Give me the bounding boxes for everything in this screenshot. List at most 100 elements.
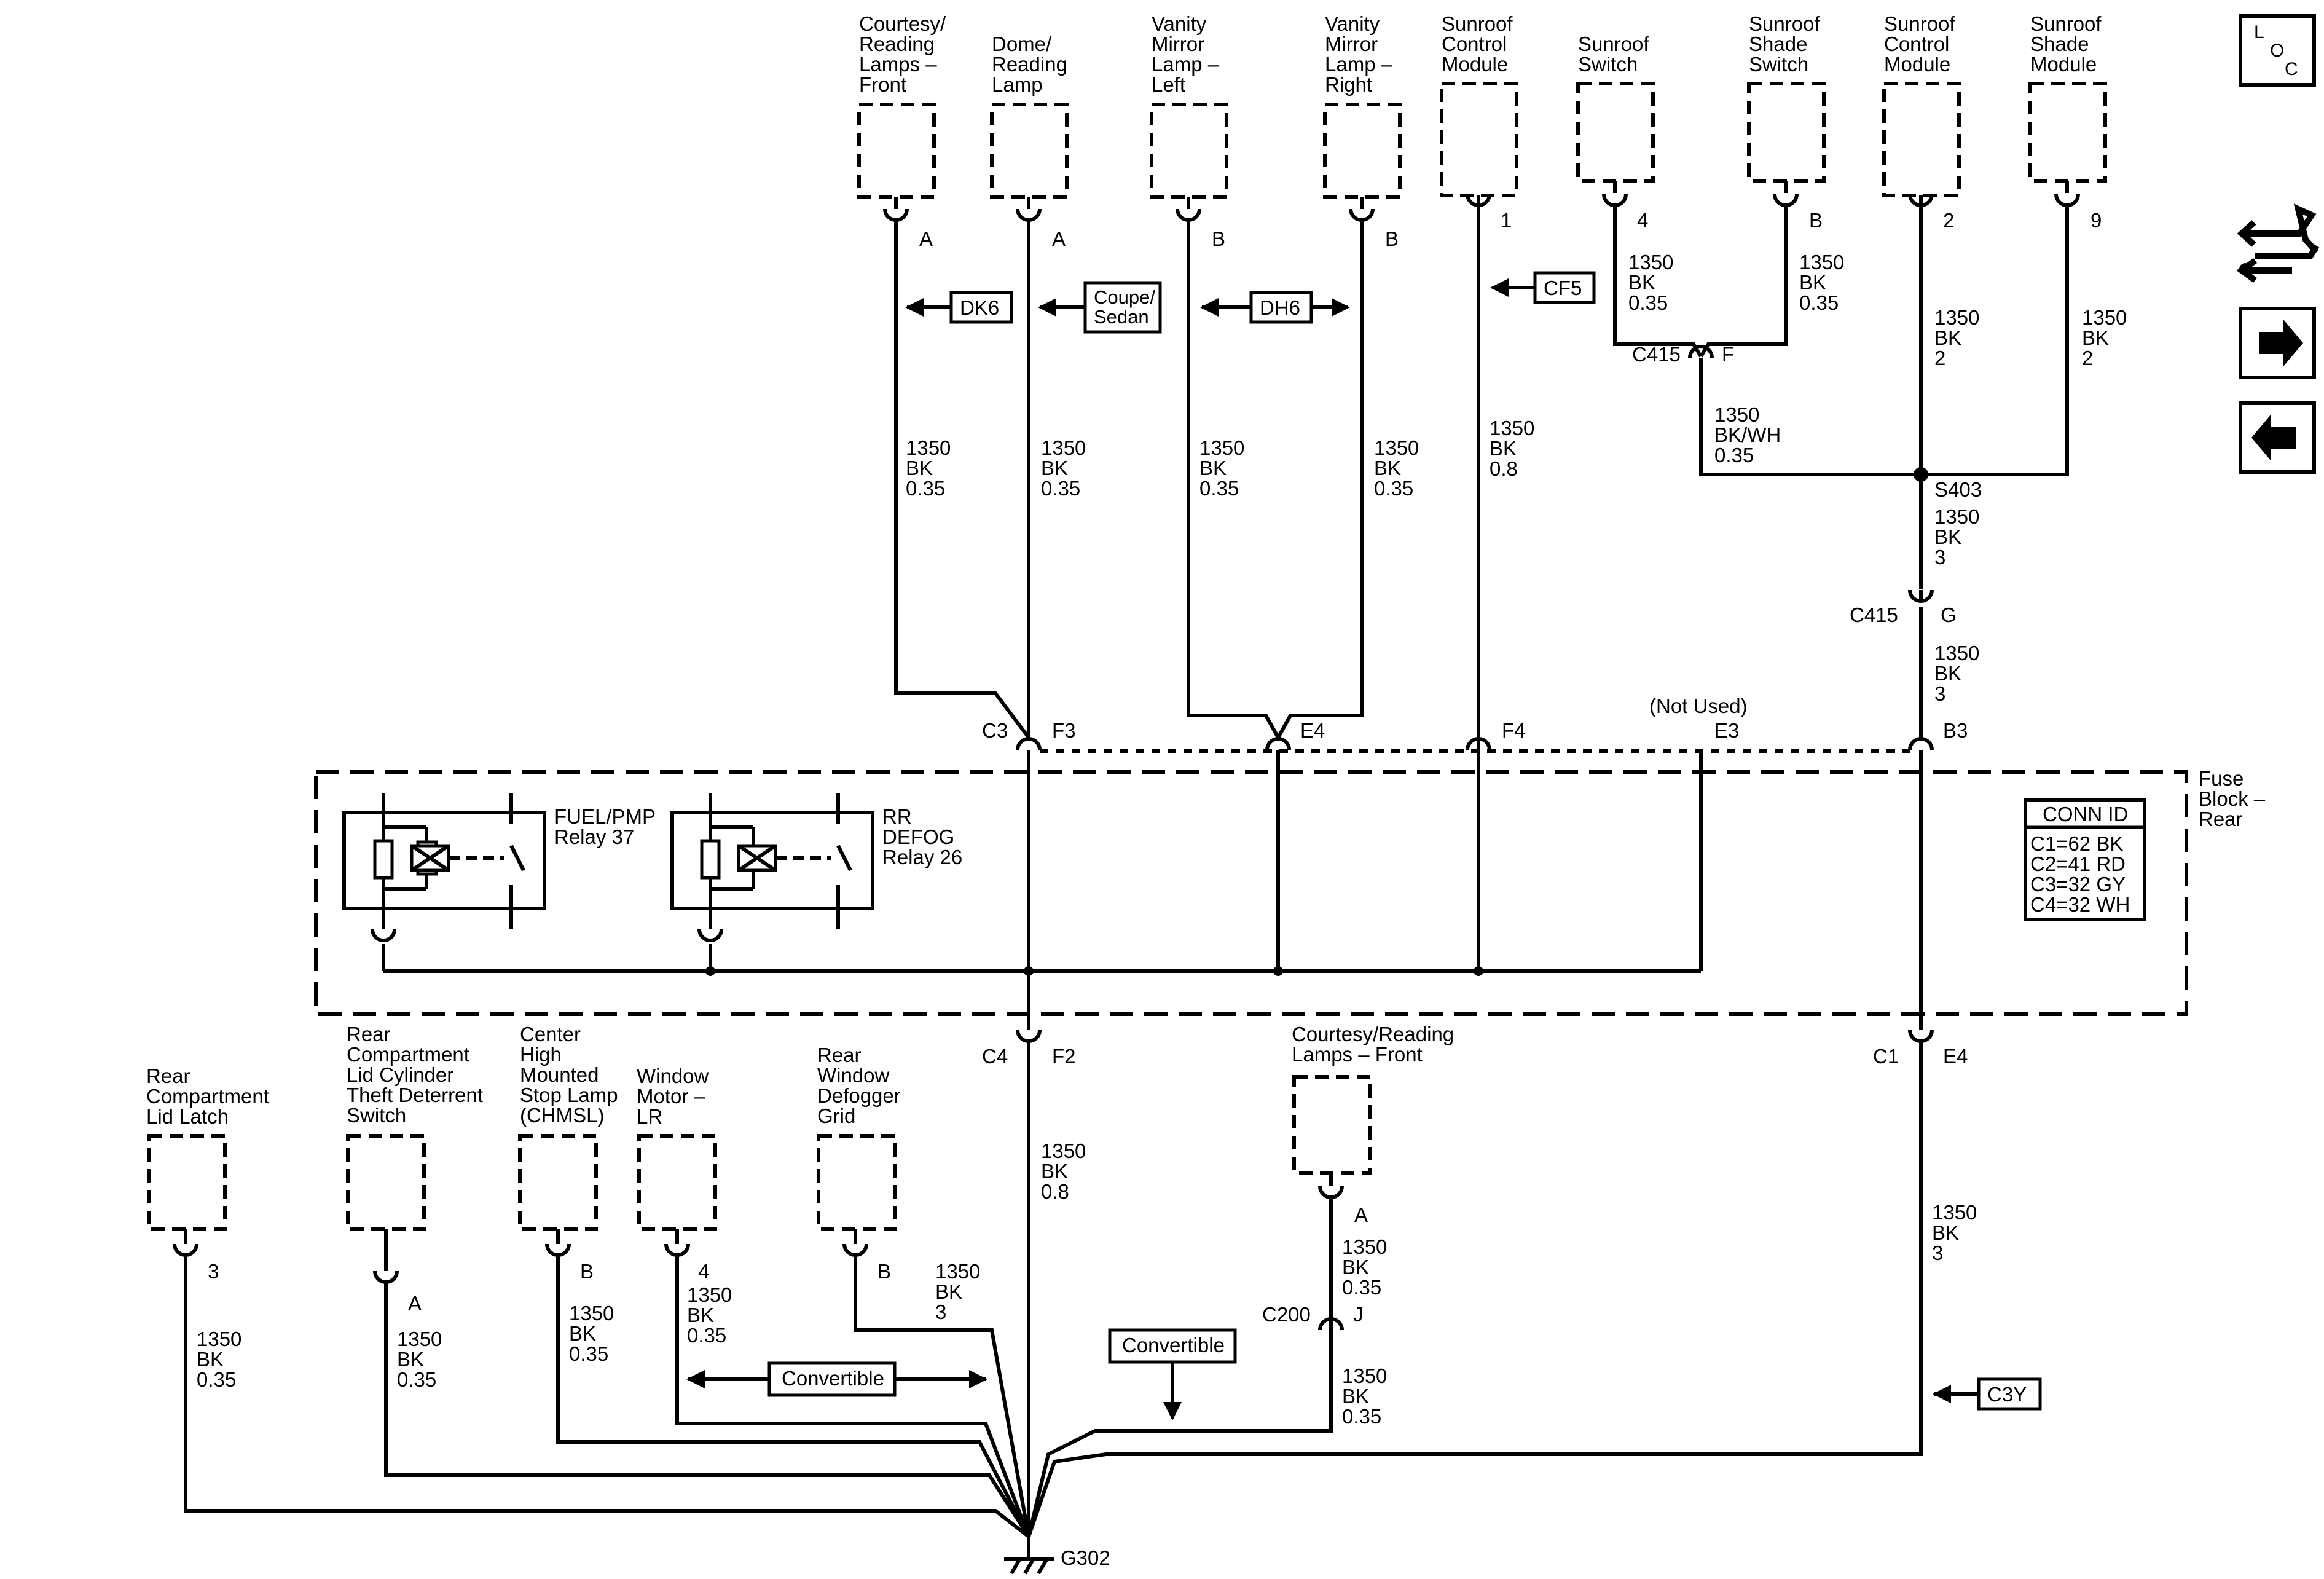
pin-label: B [877,1260,891,1283]
svg-text:O: O [2270,41,2284,61]
connector-wiring-icon[interactable] [2236,203,2320,283]
ref-c3y[interactable]: C3Y [1933,1377,2042,1411]
pin-label: A [408,1292,422,1315]
fuse-block-connectors-top [1016,737,1934,772]
svg-text:DK6: DK6 [960,296,999,319]
connector-c415-g [1908,589,1934,603]
svg-text:CF5: CF5 [1544,277,1582,299]
svg-text:Coupe/Sedan: Coupe/Sedan [1094,286,1155,328]
connector-label: E4 [1300,719,1325,742]
ref-coupe-sedan[interactable]: Coupe/Sedan [1038,281,1162,334]
svg-text:CONN ID: CONN ID [2043,803,2128,825]
pin-label: A [919,227,933,250]
pin-label: 4 [698,1260,709,1283]
pin-label: 3 [208,1260,219,1283]
pin-label: 1 [1501,209,1512,232]
loc-button[interactable]: L O C [2239,14,2316,87]
svg-text:L: L [2254,22,2264,42]
bottom-wires [184,1197,1923,1538]
fuse-block-connectors-bottom [1016,1014,1934,1530]
svg-text:Convertible: Convertible [782,1367,884,1390]
connector-label: G [1941,604,1957,626]
connector-label: F4 [1502,719,1526,742]
ref-convertible-window[interactable]: Convertible [686,1361,987,1397]
ref-dk6[interactable]: DK6 [905,291,1013,324]
connector-label: C4 [982,1045,1008,1068]
svg-text:C: C [2285,59,2298,79]
svg-text:Convertible: Convertible [1122,1334,1225,1357]
pin-label: 2 [1943,209,1954,232]
pin-label: B [580,1260,594,1283]
pin-label: A [1052,227,1066,250]
ref-cf5[interactable]: CF5 [1490,271,1596,304]
connector-label: (Not Used) [1649,695,1748,717]
right-arrow-icon[interactable] [2239,307,2316,379]
connector-label: C200 [1262,1303,1311,1326]
ref-convertible-courtesy[interactable]: Convertible [1108,1328,1237,1420]
connector-label: E4 [1943,1045,1968,1068]
connector-label: F2 [1052,1045,1076,1068]
left-arrow-icon[interactable] [2239,401,2316,474]
svg-text:C3Y: C3Y [1987,1383,2027,1406]
svg-text:DH6: DH6 [1260,296,1300,319]
bottom-component-boxes [147,1075,1372,1231]
pin-label: 4 [1637,209,1648,232]
connector-label: F3 [1052,719,1076,742]
connector-label: C415 [1850,604,1898,626]
pin-label: 9 [2090,209,2102,232]
connector-label: B3 [1943,719,1968,742]
connector-label: F [1722,343,1734,366]
ref-dh6[interactable]: DH6 [1200,291,1350,324]
fuse-block-rear [314,770,2188,1016]
pin-label: B [1212,227,1225,250]
top-connector-cups [883,181,2080,222]
top-component-boxes [857,82,2107,199]
connector-label: C415 [1632,343,1681,366]
pin-label: B [1809,209,1823,232]
top-wires [894,205,2069,739]
pin-label: A [1354,1203,1368,1226]
splice-label: S403 [1934,478,1982,501]
fuse-block-junctions [705,966,1483,976]
